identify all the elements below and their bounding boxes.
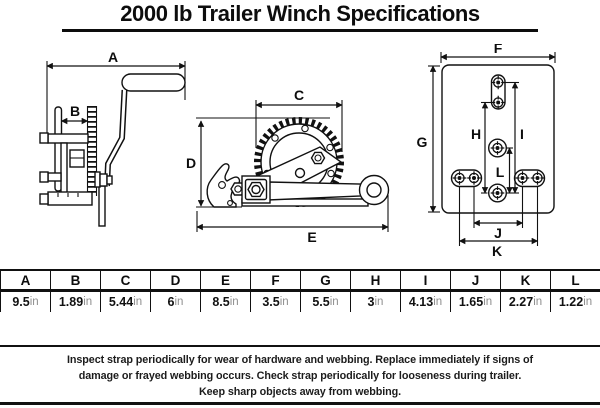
dim-label-c: C: [294, 87, 304, 103]
dim-label-a: A: [108, 49, 118, 65]
dim-f: F: [440, 44, 556, 63]
crank-grip: [121, 73, 186, 92]
handle-arm: [267, 174, 390, 206]
dim-l: L: [496, 147, 513, 194]
care-note: Inspect strap periodically for wear of h…: [0, 352, 600, 400]
dim-e: E: [196, 195, 389, 245]
spec-header-f: F: [251, 271, 301, 292]
care-note-line-1: Inspect strap periodically for wear of h…: [67, 354, 533, 366]
spec-header-i: I: [401, 271, 451, 292]
dim-h: H: [471, 101, 491, 194]
winch-diagrams: A B: [39, 44, 556, 259]
spec-header-l: L: [551, 271, 600, 292]
ratchet-pawl: [206, 163, 246, 208]
dim-label-f: F: [494, 44, 503, 56]
mounting-plate: [441, 64, 555, 214]
page-title: 2000 lb Trailer Winch Specifications: [120, 1, 480, 26]
spec-header-j: J: [451, 271, 501, 292]
bolt-holes: [450, 74, 546, 203]
spec-header-a: A: [1, 271, 51, 292]
spec-header-h: H: [351, 271, 401, 292]
winch-side-view-drawing: A B: [39, 49, 186, 227]
dim-label-b: B: [70, 103, 80, 119]
dim-label-g: G: [417, 134, 428, 150]
dim-b: B: [60, 103, 89, 125]
winch-frame: [39, 132, 113, 227]
care-note-line-3: Keep sharp objects away from webbing.: [198, 386, 402, 398]
dim-c: C: [255, 87, 343, 152]
care-note-line-2: damage or frayed webbing occurs. Check s…: [78, 370, 522, 382]
dim-label-e: E: [307, 229, 316, 245]
note-rule-top: [0, 345, 600, 347]
crank-rod: [104, 89, 128, 187]
spec-header-d: D: [151, 271, 201, 292]
hub-block: [241, 175, 271, 204]
note-rule-bottom: [0, 402, 600, 405]
spec-header-g: G: [301, 271, 351, 292]
dim-label-j: J: [494, 225, 502, 241]
spec-header-k: K: [501, 271, 551, 292]
dim-label-h: H: [471, 126, 481, 142]
winch-gear-profile-drawing: C D: [186, 87, 390, 245]
dim-label-k: K: [492, 243, 502, 259]
dim-label-l: L: [496, 164, 505, 180]
spec-header-c: C: [101, 271, 151, 292]
spec-header-e: E: [201, 271, 251, 292]
mounting-plate-drawing: F G: [417, 44, 556, 259]
spec-header-b: B: [51, 271, 101, 292]
dim-a: A: [46, 49, 186, 140]
dim-k: K: [458, 187, 539, 259]
dim-label-i: I: [520, 126, 524, 142]
title-underline: [62, 29, 538, 32]
dim-label-d: D: [186, 155, 196, 171]
dim-j: J: [473, 187, 524, 241]
dim-g: G: [417, 65, 440, 213]
